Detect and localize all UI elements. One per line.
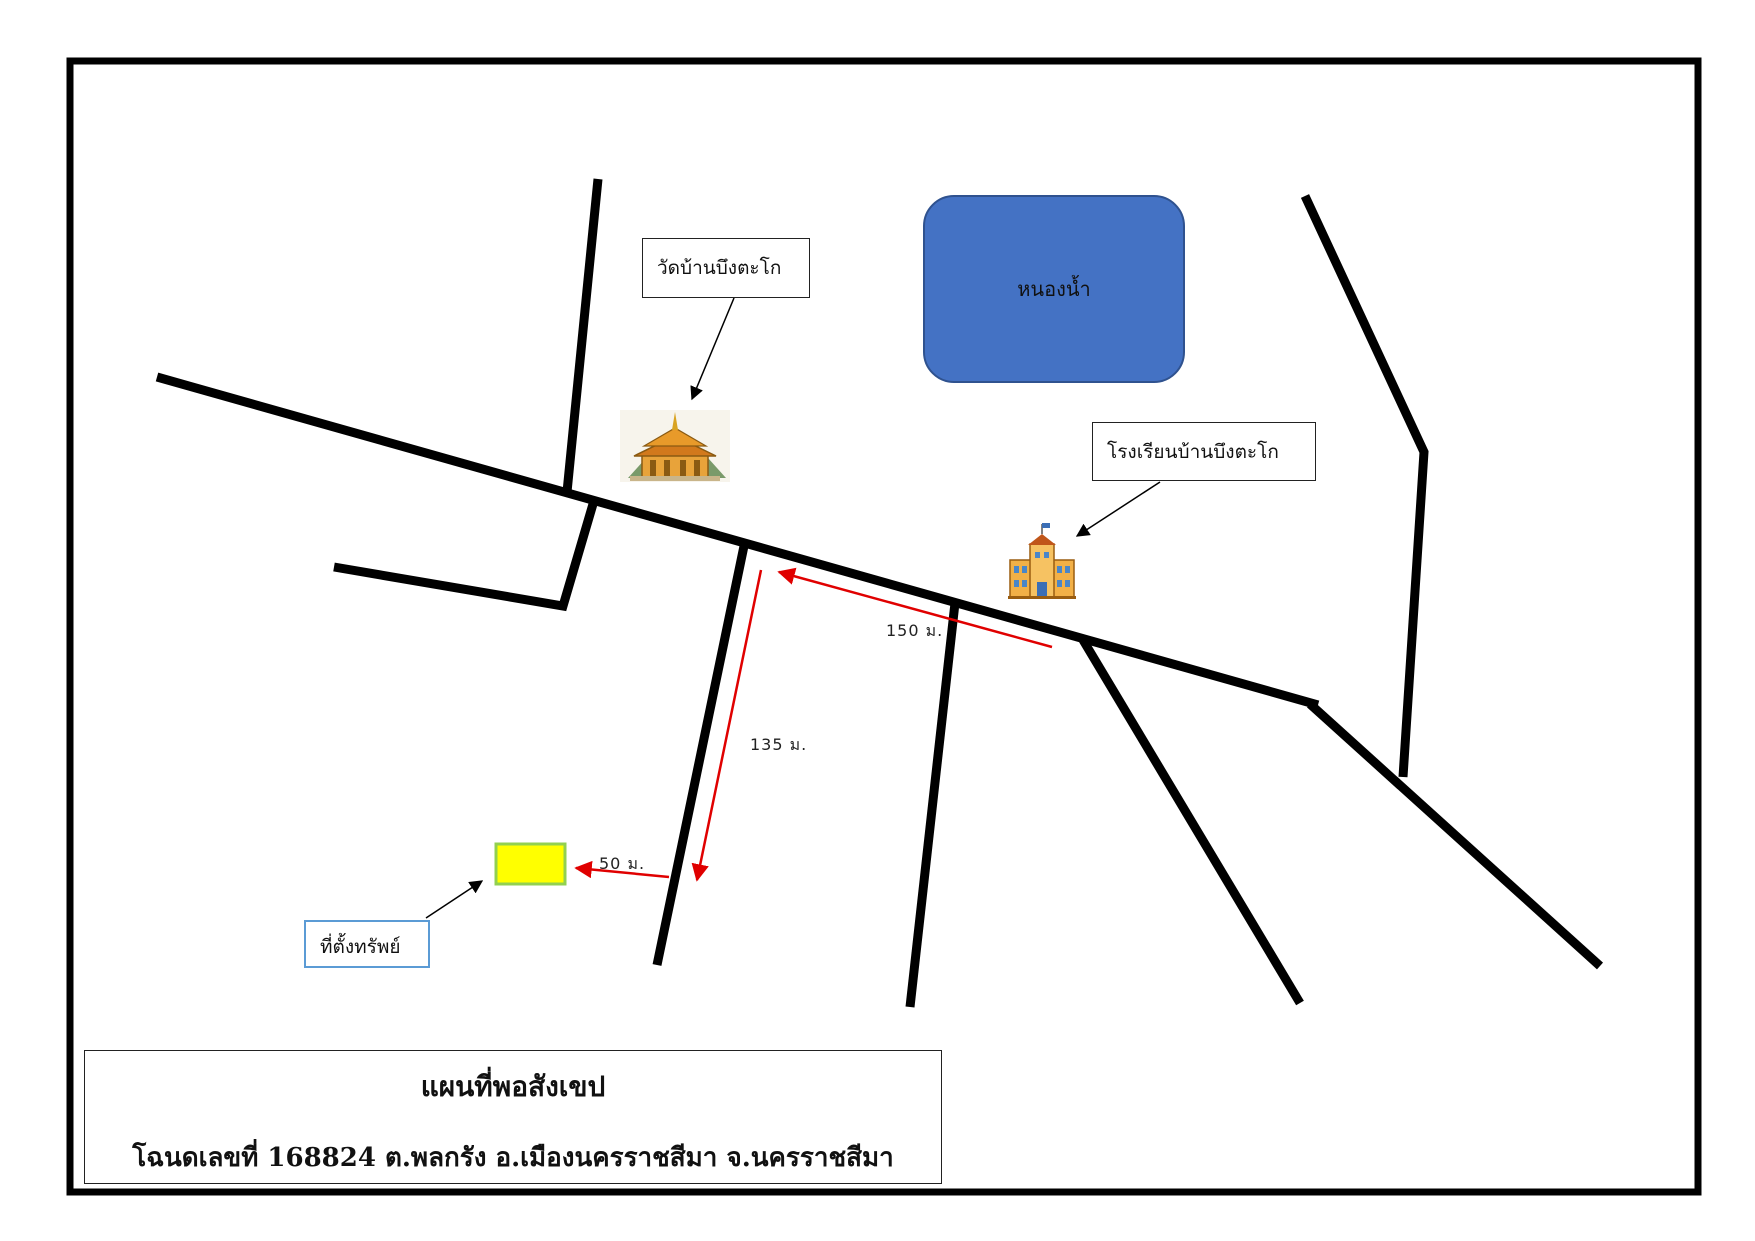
temple-pointer-arrow xyxy=(690,297,735,401)
deed-info: โฉนดเลขที่ 168824 ต.พลกรัง อ.เมืองนครราช… xyxy=(132,1143,894,1173)
roads xyxy=(155,178,1604,1008)
road-side-south xyxy=(652,545,749,966)
map-title: แผนที่พอสังเขป xyxy=(420,1070,606,1103)
road-southeast xyxy=(1306,700,1604,970)
school-building-icon xyxy=(1008,523,1076,599)
distance-arrow-main-road xyxy=(777,567,1053,649)
temple-callout: วัดบ้านบึงตะโก xyxy=(642,238,810,298)
distance-arrow-to-property xyxy=(574,860,670,879)
map-title-box: แผนที่พอสังเขป โฉนดเลขที่ 168824 ต.พลกรั… xyxy=(84,1050,942,1184)
road-east-diagonal xyxy=(1079,637,1304,1006)
pond-label: หนองน้ำ xyxy=(1017,277,1091,301)
thai-temple-icon xyxy=(620,410,730,482)
property-pointer-arrow xyxy=(425,880,484,919)
distance-arrows xyxy=(574,567,1053,882)
distance-label-to-property: 50 ม. xyxy=(599,854,646,873)
road-northeast xyxy=(1300,194,1429,778)
pond xyxy=(923,195,1185,383)
school-pointer-arrow xyxy=(1075,481,1161,537)
property-callout: ที่ตั้งทรัพย์ xyxy=(304,920,430,968)
distance-label-side-road: 135 ม. xyxy=(750,735,808,754)
map-frame xyxy=(66,57,1702,1196)
school-callout: โรงเรียนบ้านบึงตะโก xyxy=(1092,422,1316,481)
road-west-branch xyxy=(333,502,598,612)
callout-pointers xyxy=(425,297,1161,919)
distance-label-main-road: 150 ม. xyxy=(886,621,944,640)
road-middle-south xyxy=(905,602,960,1008)
road-temple-north xyxy=(562,178,603,493)
property-plot xyxy=(494,842,567,886)
main-road xyxy=(155,372,1320,710)
distance-arrow-side-road xyxy=(691,569,763,882)
